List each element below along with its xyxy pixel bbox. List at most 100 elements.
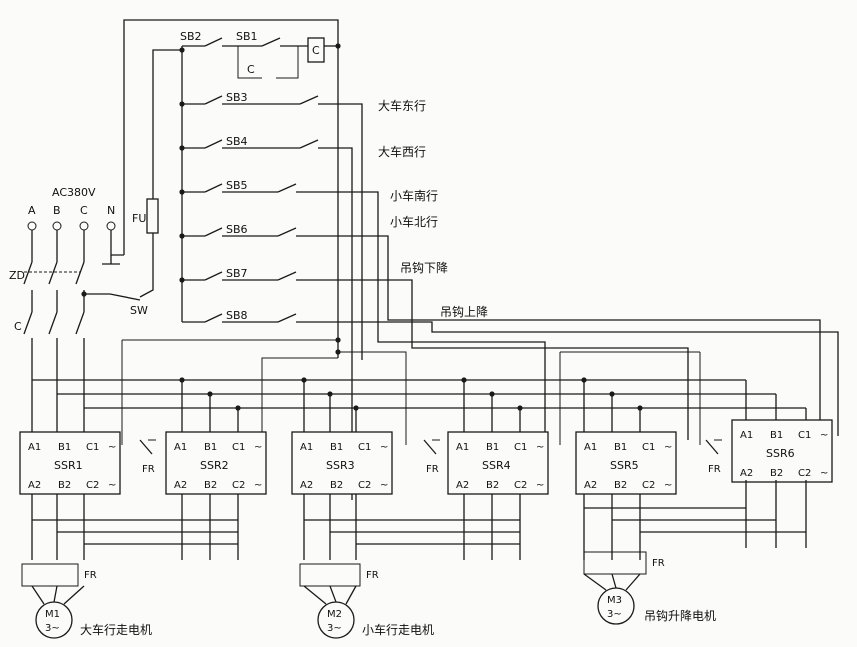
ssr-term-tilde-top: ~	[536, 442, 544, 453]
ssr-term-a1: A1	[584, 442, 597, 453]
ssr-term-tilde-bottom: ~	[254, 480, 262, 491]
sb8-row: SB8 吊钩上降	[182, 305, 839, 436]
phase-b-label: B	[53, 204, 61, 217]
ssr-term-a2: A2	[300, 480, 313, 491]
ssr-term-b1: B1	[770, 430, 783, 441]
ssr-box	[731, 419, 833, 483]
ssr-term-b1: B1	[58, 442, 71, 453]
ssr-term-c2: C2	[642, 480, 655, 491]
control-circuit: FU C C SB2 SB1 SB3 大车东行 SB4 大车西	[121, 19, 839, 500]
ssr-term-c2: C2	[232, 480, 245, 491]
fr-overload-label: FR	[366, 570, 379, 581]
sw-switch	[109, 293, 141, 301]
motor-phase: 3~	[45, 623, 60, 634]
ssr-term-b2: B2	[486, 480, 499, 491]
ssr-box	[447, 431, 549, 495]
motor-circle	[597, 587, 635, 625]
crane-west-label: 大车西行	[378, 144, 426, 159]
supply-section: AC380V A B C N ZD C SW	[9, 186, 148, 440]
ssr-name: SSR4	[482, 459, 511, 472]
motor-name: 吊钩升降电机	[644, 609, 716, 623]
sb6-label: SB6	[226, 223, 248, 236]
ssr-term-c1: C1	[358, 442, 371, 453]
sb3-row: SB3 大车东行	[182, 91, 426, 360]
fr-contact: FR	[139, 439, 156, 475]
ssr-box	[575, 431, 677, 495]
ssr-term-tilde-top: ~	[380, 442, 388, 453]
ssr-box	[19, 431, 121, 495]
sb1-contact	[261, 37, 281, 47]
contactor-coil-c	[307, 37, 325, 63]
ssr-term-c1: C1	[798, 430, 811, 441]
ssr-box	[291, 431, 393, 495]
fr-label: FR	[142, 464, 155, 475]
ssr-term-b2: B2	[614, 480, 627, 491]
trolley-south-label: 小车南行	[390, 188, 438, 203]
sb3-label: SB3	[226, 91, 248, 104]
terminal-a	[27, 221, 37, 231]
sb4-label: SB4	[226, 135, 248, 148]
ssr-term-c1: C1	[642, 442, 655, 453]
neutral-label: N	[107, 204, 115, 217]
ssr-term-tilde-bottom: ~	[664, 480, 672, 491]
ssr-term-b1: B1	[614, 442, 627, 453]
ssr-term-a1: A1	[740, 430, 753, 441]
terminal-n	[106, 221, 116, 231]
ssr-name: SSR5	[610, 459, 639, 472]
ssr-term-b2: B2	[330, 480, 343, 491]
motor-id: M1	[45, 609, 60, 620]
phase-c-label: C	[80, 204, 88, 217]
motor-name: 大车行走电机	[80, 622, 152, 637]
fuse-fu	[146, 198, 159, 234]
ssr-term-c1: C1	[232, 442, 245, 453]
ssr-term-c2: C2	[514, 480, 527, 491]
hold-contact-label: C	[247, 63, 255, 76]
fr-overload-relay	[299, 563, 361, 587]
sb2-label: SB2	[180, 30, 202, 43]
ssr-name: SSR1	[54, 459, 83, 472]
ssr-term-tilde-bottom: ~	[820, 468, 828, 479]
contactor-main-label: C	[14, 320, 22, 333]
supply-voltage: AC380V	[52, 186, 96, 199]
fr-overload-label: FR	[652, 558, 665, 569]
hook-down-label: 吊钩下降	[400, 261, 448, 275]
sb5-label: SB5	[226, 179, 248, 192]
ssr-term-tilde-top: ~	[108, 442, 116, 453]
sw-label: SW	[130, 304, 148, 317]
ssr-term-b1: B1	[330, 442, 343, 453]
phase-a-label: A	[28, 204, 36, 217]
fr-contact: FR	[423, 439, 440, 475]
ssr-term-c1: C1	[86, 442, 99, 453]
ssr-term-b2: B2	[204, 480, 217, 491]
ssr-term-tilde-top: ~	[254, 442, 262, 453]
hook-up-label: 吊钩上降	[440, 305, 488, 319]
motor-id: M2	[327, 609, 342, 620]
ssr-term-tilde-top: ~	[664, 442, 672, 453]
ssr-term-a2: A2	[740, 468, 753, 479]
ssr-term-b1: B1	[486, 442, 499, 453]
motor-circle	[35, 601, 73, 639]
ssr-term-a2: A2	[28, 480, 41, 491]
ssr-name: SSR3	[326, 459, 355, 472]
fr-label: FR	[426, 464, 439, 475]
breaker-label: ZD	[9, 269, 25, 282]
fuse-label: FU	[132, 212, 146, 225]
trolley-north-label: 小车北行	[390, 214, 438, 229]
sb5-row: SB5 小车南行	[182, 179, 546, 440]
fr-overload-relay	[21, 563, 79, 587]
ssr-term-a2: A2	[456, 480, 469, 491]
ssr-term-tilde-bottom: ~	[536, 480, 544, 491]
fr-overload-relay	[583, 551, 647, 575]
terminal-c	[79, 221, 89, 231]
ssr-term-b2: B2	[770, 468, 783, 479]
sb8-label: SB8	[226, 309, 248, 322]
output-buses	[32, 480, 807, 548]
ssr-term-c1: C1	[514, 442, 527, 453]
